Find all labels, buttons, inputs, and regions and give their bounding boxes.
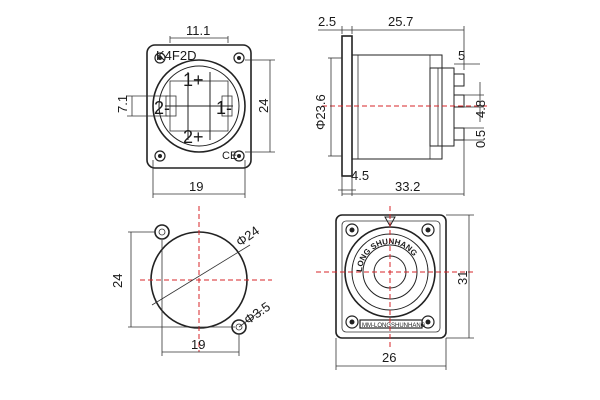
rear-brand-text: MM-LONGSHUNHANG (362, 323, 426, 329)
cutout-hole-tl (154, 224, 170, 240)
dim-side-flange: 2.5 (318, 14, 336, 29)
dim-cutout-width: 19 (191, 337, 205, 352)
pin-label-1minus: 1- (216, 98, 232, 118)
side-view: 2.5 25.7 5 Φ23.6 4.8 0.5 4.5 33.2 (313, 14, 488, 196)
ce-mark: CE (222, 150, 237, 162)
dim-side-pin-height: 4.8 (473, 100, 488, 118)
dim-side-pin-offset: 5 (458, 48, 465, 63)
dim-front-width-top: 11.1 (186, 23, 210, 38)
dim-rear-width: 26 (382, 350, 396, 365)
front-flange (146, 44, 252, 169)
dim-cutout-height: 24 (110, 274, 125, 288)
side-body (351, 54, 443, 160)
pin-label-2minus: 2- (154, 98, 170, 118)
front-inner-circle (158, 65, 240, 147)
front-body-circle (152, 59, 246, 153)
dim-side-total-depth: 33.2 (395, 179, 420, 194)
dim-front-height-right: 24 (256, 99, 271, 113)
dim-side-depth: 25.7 (388, 14, 413, 29)
dim-side-pin-thickness: 0.5 (473, 130, 488, 148)
rear-ring-text: LONG SHUNHANG (355, 237, 419, 272)
rear-flange (335, 214, 447, 339)
dim-front-width-bottom: 19 (189, 179, 203, 194)
dim-cutout-diameter: Φ24 (233, 223, 262, 250)
dim-rear-height: 31 (455, 271, 470, 285)
pin-label-1plus: 1+ (183, 70, 204, 90)
dim-side-flange-bottom: 4.5 (351, 168, 369, 183)
pin-label-2plus: 2+ (183, 127, 204, 147)
front-view: 1+ 1- 2- 2+ K4F2D CE 11.1 7.1 24 19 (115, 23, 275, 198)
model-label: K4F2D (156, 48, 196, 63)
dim-cutout-hole: Φ3.5 (241, 299, 273, 328)
dim-side-diameter: Φ23.6 (313, 94, 328, 130)
rear-view: LONG SHUNHANG MM-LONGSHUNHANG 31 26 (316, 206, 474, 370)
cutout-view: Φ24 Φ3.5 24 19 (110, 206, 273, 356)
svg-text:LONG SHUNHANG: LONG SHUNHANG (355, 237, 419, 272)
dim-front-height-left: 7.1 (115, 95, 130, 113)
